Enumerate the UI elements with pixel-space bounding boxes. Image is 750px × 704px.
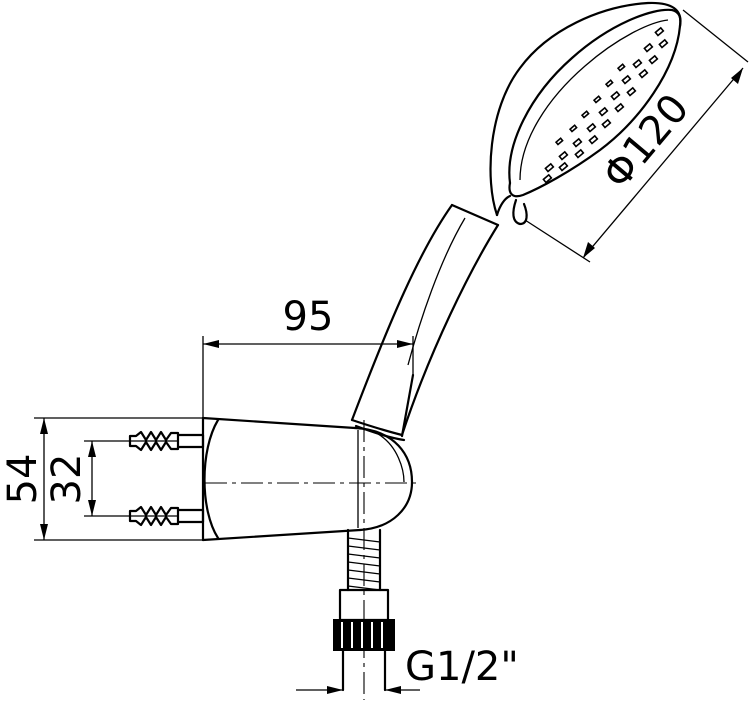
screw-lower [128, 505, 205, 527]
wall-bracket [201, 416, 414, 542]
dimension-thread-label: G1/2" [405, 644, 519, 690]
hose [338, 528, 390, 622]
dimension-54-label: 54 [0, 454, 46, 505]
dimension-95-label: 95 [283, 294, 334, 340]
dimension-54: 54 [0, 417, 203, 541]
dimension-diameter-120: Φ120 [524, 9, 749, 263]
handle [350, 203, 500, 442]
dimension-thread: G1/2" [296, 644, 519, 694]
screw-upper [128, 430, 205, 452]
shower-head [489, 1, 682, 226]
dimension-32: 32 [44, 440, 130, 517]
dimension-95: 95 [202, 294, 414, 418]
centerlines [205, 420, 420, 700]
dimension-32-label: 32 [44, 454, 90, 505]
nozzles [542, 26, 669, 184]
